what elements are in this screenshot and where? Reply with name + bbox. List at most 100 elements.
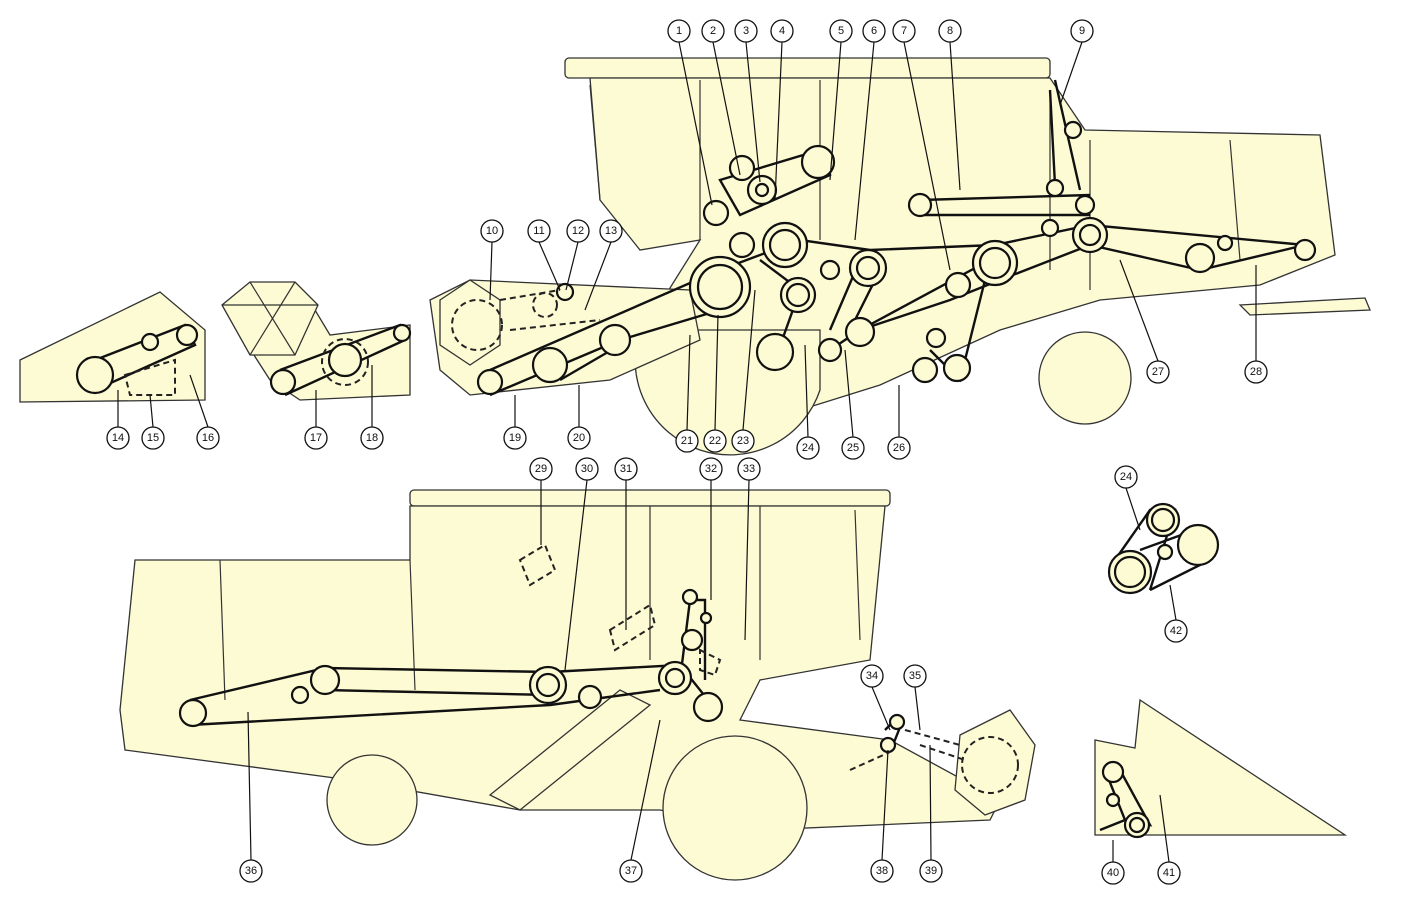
callout-number: 38 — [876, 865, 888, 877]
callout-17: 17 — [304, 390, 328, 450]
callout-14: 14 — [106, 390, 130, 450]
callout-circle — [527, 219, 551, 243]
leader-line — [678, 41, 713, 206]
callout-13: 13 — [584, 219, 623, 311]
callout-number: 13 — [605, 225, 617, 237]
callout-23: 23 — [731, 289, 756, 453]
leader-line — [538, 241, 561, 291]
callout-circle — [675, 429, 699, 453]
callout-circle — [892, 19, 916, 43]
leader-line — [829, 41, 842, 181]
callout-number: 8 — [947, 25, 953, 37]
bottom-combine — [119, 489, 1036, 881]
callout-number: 41 — [1163, 867, 1175, 879]
callout-number: 27 — [1152, 366, 1164, 378]
callout-number: 5 — [838, 25, 844, 37]
callout-circle — [1157, 861, 1181, 885]
callout-number: 35 — [909, 670, 921, 682]
callout-number: 28 — [1250, 366, 1262, 378]
callout-circle — [829, 19, 853, 43]
callout-circle — [106, 426, 130, 450]
leader-line — [584, 241, 612, 311]
callout-number: 34 — [866, 670, 878, 682]
callout-number: 36 — [245, 865, 257, 877]
leader-line — [744, 479, 750, 641]
callout-1: 1 — [667, 19, 713, 206]
leader-line — [489, 241, 493, 301]
callout-circle — [699, 457, 723, 481]
leader-line — [871, 686, 891, 731]
callout-24: 24 — [1114, 465, 1141, 531]
callout-circle — [701, 19, 725, 43]
callout-4: 4 — [770, 19, 794, 201]
callout-number: 3 — [743, 25, 749, 37]
callout-circle — [903, 664, 927, 688]
leader-line — [949, 41, 961, 191]
callout-circle — [1244, 360, 1268, 384]
top-combine — [429, 57, 1371, 456]
leader-line — [1159, 794, 1170, 863]
callout-circle — [567, 426, 591, 450]
callout-circle — [575, 457, 599, 481]
callout-22: 22 — [703, 314, 727, 453]
callout-circle — [862, 19, 886, 43]
callout-circle — [860, 664, 884, 688]
callout-6: 6 — [854, 19, 886, 241]
leader-line — [804, 344, 809, 438]
callout-number: 7 — [901, 25, 907, 37]
callout-number: 14 — [112, 432, 124, 444]
callout-circle — [196, 426, 220, 450]
leader-line — [1125, 487, 1141, 531]
callout-24: 24 — [796, 344, 820, 460]
leader-line — [1169, 584, 1177, 621]
callout-3: 3 — [734, 19, 761, 183]
callout-19: 19 — [503, 395, 527, 450]
leader-line — [929, 744, 932, 861]
leader-line — [1119, 259, 1159, 362]
callout-26: 26 — [887, 385, 911, 460]
callout-circle — [599, 219, 623, 243]
callout-35: 35 — [903, 664, 927, 731]
callout-28: 28 — [1244, 265, 1268, 384]
callout-circle — [938, 19, 962, 43]
callout-number: 22 — [709, 435, 721, 447]
leader-line — [881, 749, 889, 861]
callout-number: 10 — [486, 225, 498, 237]
callout-number: 30 — [581, 463, 593, 475]
callout-34: 34 — [860, 664, 891, 731]
callout-25: 25 — [841, 349, 865, 460]
callout-number: 2 — [710, 25, 716, 37]
leader-line — [745, 41, 761, 183]
callout-7: 7 — [892, 19, 951, 271]
callout-number: 23 — [737, 435, 749, 447]
callout-number: 25 — [847, 442, 859, 454]
callout-circle — [737, 457, 761, 481]
callout-number: 21 — [681, 435, 693, 447]
callout-31: 31 — [614, 457, 638, 630]
callout-number: 6 — [871, 25, 877, 37]
callout-circle — [239, 859, 263, 883]
callout-circle — [1101, 861, 1125, 885]
callout-circle — [1146, 360, 1170, 384]
callout-37: 37 — [619, 719, 661, 883]
callout-39: 39 — [919, 744, 943, 883]
callout-2: 2 — [701, 19, 741, 176]
callout-circle — [770, 19, 794, 43]
callout-number: 26 — [893, 442, 905, 454]
callout-40: 40 — [1101, 840, 1125, 885]
callout-number: 9 — [1079, 25, 1085, 37]
callout-33: 33 — [737, 457, 761, 641]
callout-circle — [887, 436, 911, 460]
callout-32: 32 — [699, 457, 723, 600]
callout-12: 12 — [565, 219, 590, 291]
callout-circle — [619, 859, 643, 883]
callout-circle — [841, 436, 865, 460]
callout-number: 42 — [1170, 625, 1182, 637]
leader-line — [1059, 41, 1083, 106]
callout-circle — [1114, 465, 1138, 489]
callout-number: 1 — [676, 25, 682, 37]
leader-line — [149, 394, 154, 428]
leader-line — [714, 314, 719, 431]
